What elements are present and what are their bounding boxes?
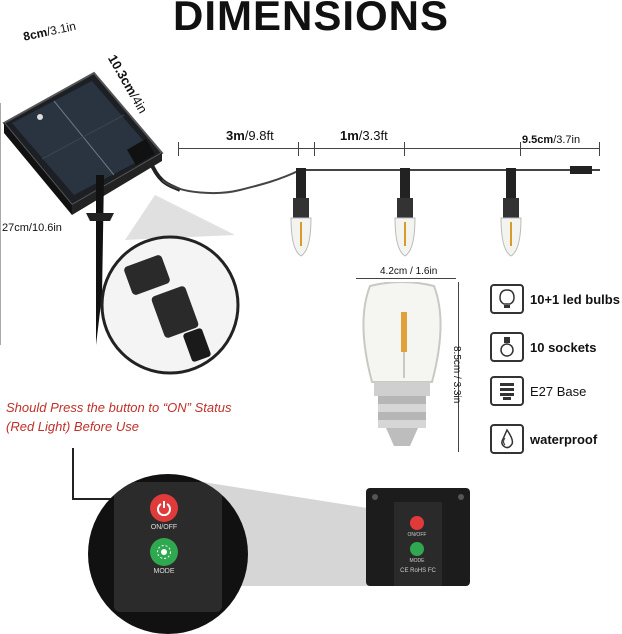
certification-marks: CE RoHS FC [400,568,436,574]
hanging-bulb [290,168,312,257]
power-icon [157,501,171,516]
usage-notice: Should Press the button to “ON” Status (… [6,398,231,436]
small-mode-button[interactable] [410,542,424,556]
mode-button-label: MODE [153,568,175,575]
base-icon [490,376,524,406]
small-power-label: ON/OFF [407,532,427,538]
feature-label: waterproof [530,431,598,447]
page-title: DIMENSIONS [172,0,450,39]
power-button-label: ON/OFF [150,524,178,531]
water-drop-icon [490,424,524,454]
feature-label: E27 Base [530,383,587,399]
connector-zoom-illustration [100,195,240,375]
controller-zoom: ON/OFF MODE [88,474,248,634]
bulb-closeup-illustration [362,282,442,446]
lead-length-alt: /9.8ft [244,128,274,143]
spacing-length-alt: /3.3ft [358,128,388,143]
controller-box: ON/OFF MODE CE RoHS FC [366,488,470,586]
power-button[interactable] [150,494,178,522]
solar-panel-illustration [0,71,181,345]
feature-base: E27 Base [490,376,586,406]
tail-length-label: 9.5cm/3.7in [522,134,580,146]
small-power-button[interactable] [410,516,424,530]
bulb-height-label: 8.5cm / 3.3in [451,346,462,404]
hanging-bulb [394,168,416,257]
lead-length-main: 3m [226,128,245,143]
string-light-illustration [161,166,600,257]
feature-waterproof: waterproof [490,424,597,454]
bulb-icon [490,284,524,314]
feature-led-bulbs: 10+1 led bulbs [490,284,620,314]
stake-length-label: 27cm/10.6in [2,222,62,234]
notice-line-1: Should Press the button to “ON” Status [6,400,232,415]
feature-label: 10 sockets [530,339,597,355]
hanging-bulb [500,168,522,257]
notice-line-2: (Red Light) Before Use [6,419,139,434]
feature-label: 10+1 led bulbs [530,291,620,307]
spacing-length-label: 1m/3.3ft [340,128,388,143]
sun-mode-icon [157,545,171,559]
small-mode-label: MODE [409,558,425,564]
tail-length-alt: /3.7in [553,134,581,146]
lead-length-label: 3m/9.8ft [226,128,274,143]
socket-icon [490,332,524,362]
tail-length-main: 9.5cm [522,134,554,146]
spacing-length-main: 1m [340,128,359,143]
mode-button[interactable] [150,538,178,566]
bulb-width-label: 4.2cm / 1.6in [380,266,438,277]
feature-sockets: 10 sockets [490,332,597,362]
